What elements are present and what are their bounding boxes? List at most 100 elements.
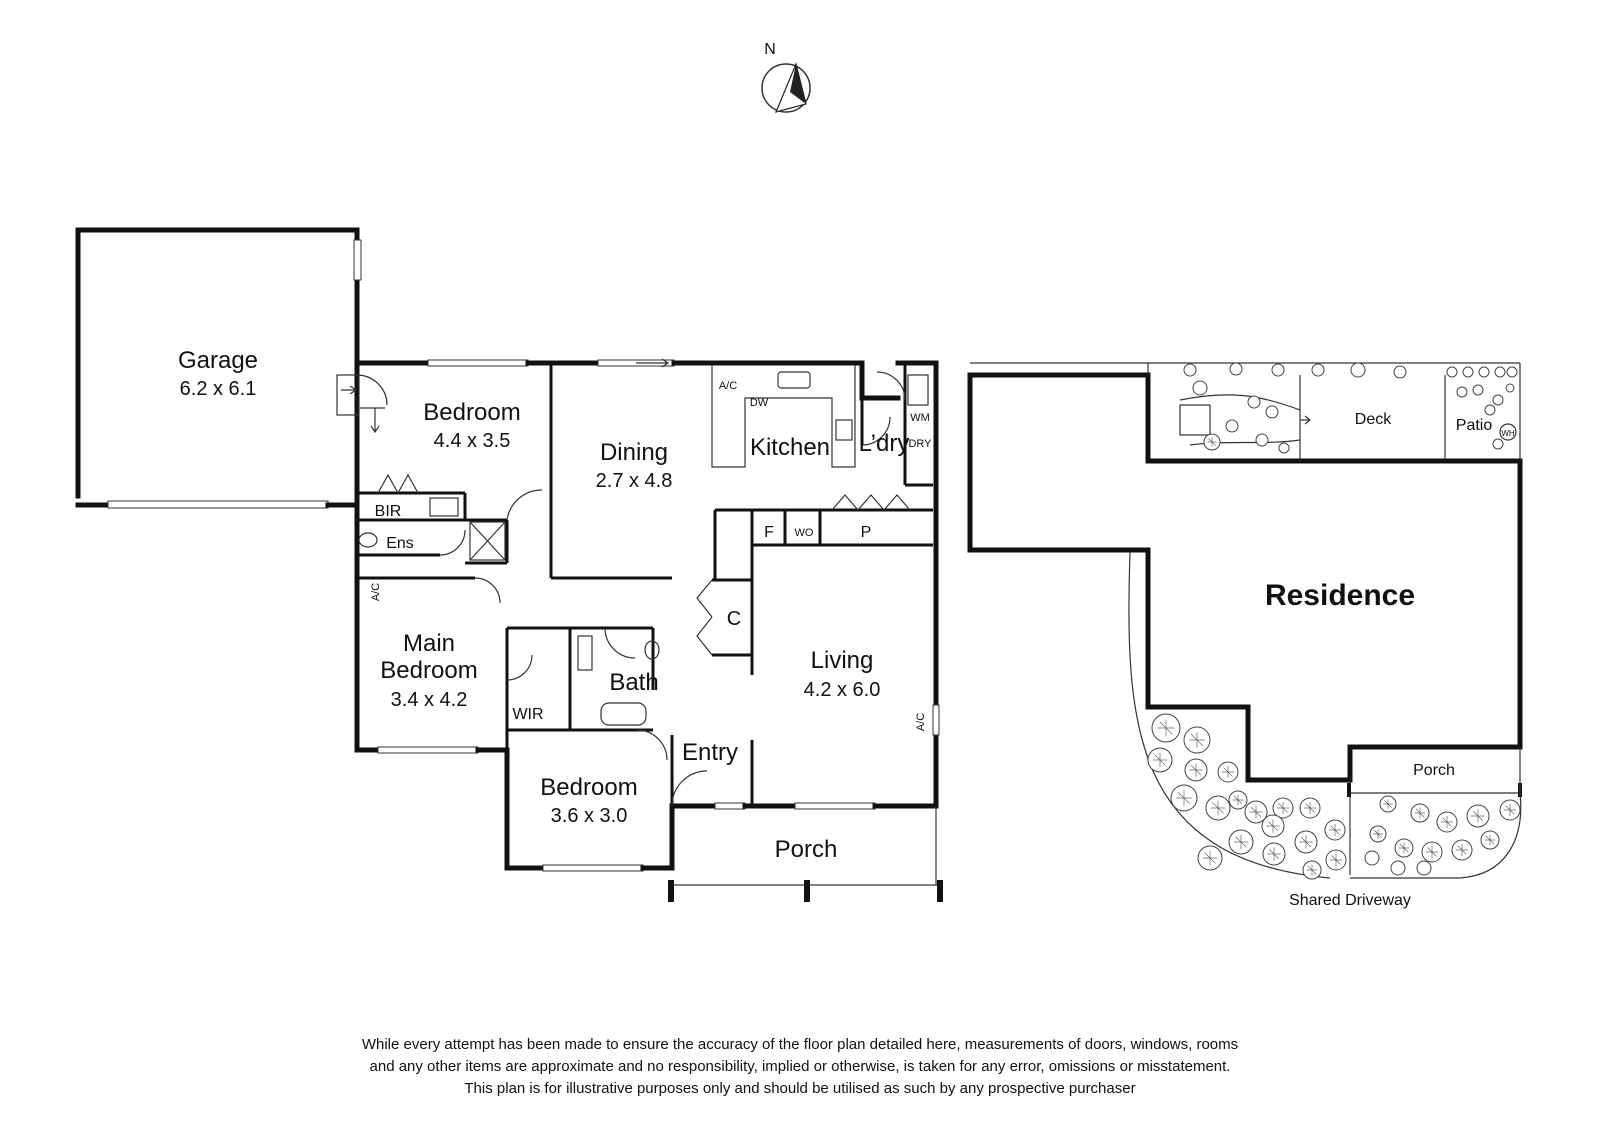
shrub-icon [1265, 405, 1279, 419]
shrub-icon [1350, 362, 1366, 378]
shrub-icon [1446, 366, 1458, 378]
ac-kitchen-label: A/C [719, 380, 737, 392]
shrub-detail [1232, 794, 1244, 806]
porch-post [804, 880, 810, 902]
porch-post [937, 880, 943, 902]
step-arrow [341, 385, 358, 395]
main-bedroom-name-2: Bedroom [380, 657, 477, 684]
front-door-swing [671, 770, 708, 807]
bedroom-1-name: Bedroom [423, 399, 520, 426]
p-label: P [861, 524, 872, 541]
wir-label: WIR [512, 706, 543, 723]
main-bedroom-name-1: Main [403, 630, 455, 657]
porch-post [668, 880, 674, 902]
ens-label: Ens [386, 535, 414, 552]
garage-door-swing [356, 374, 388, 406]
patio-label: Patio [1456, 417, 1493, 434]
living-name: Living [811, 647, 874, 674]
shrub-icon [1271, 363, 1285, 377]
bir-label: BIR [375, 503, 402, 520]
shrub-detail [1373, 829, 1383, 839]
residence-outline [967, 372, 1523, 783]
shrub-icon [1506, 366, 1518, 378]
door-swing [861, 416, 891, 446]
door-swing [439, 529, 466, 556]
shared-driveway-label: Shared Driveway [1289, 892, 1411, 909]
driveway-edge [1350, 792, 1522, 879]
laundry-door-swing [876, 371, 906, 401]
sink [777, 371, 811, 389]
bedroom-window [427, 359, 529, 367]
disclaimer-line-2: and any other items are approximate and … [369, 1058, 1231, 1075]
shrub-detail [1456, 844, 1468, 856]
kitchen-name: Kitchen [750, 434, 830, 461]
wet-area-fixtures [358, 497, 660, 726]
shrub-detail [1299, 835, 1313, 849]
shrub-icon [1311, 363, 1325, 377]
garden-path [1179, 394, 1301, 411]
house-floor-plan: Garage 6.2 x 6.1 [75, 227, 943, 902]
shrub-icon [1225, 419, 1239, 433]
bathtub [600, 702, 647, 726]
shrub-icon [1494, 366, 1506, 378]
bedroom-2-size: 3.6 x 3.0 [551, 805, 628, 827]
main-bedroom-window [377, 746, 479, 754]
garden-trees [1147, 362, 1521, 880]
garden-path-2 [1189, 439, 1301, 446]
shrub-detail [1157, 719, 1175, 737]
shrub-detail [1202, 850, 1218, 866]
shrub-icon [1456, 386, 1468, 398]
dw-label: DW [750, 397, 769, 409]
porch-post [1347, 783, 1351, 797]
shrub-detail [1441, 816, 1453, 828]
internal-walls [357, 363, 933, 806]
compass: N [761, 41, 811, 113]
door-swing [506, 489, 543, 521]
shrub-detail [1176, 790, 1192, 806]
shrub-detail [1398, 842, 1410, 854]
wm-label: WM [910, 412, 930, 424]
ac-bedroom-label: A/C [370, 583, 382, 601]
shrub-detail [1426, 846, 1438, 858]
shrub-icon [1255, 433, 1269, 447]
shrub-detail [1266, 819, 1280, 833]
f-label: F [764, 524, 774, 541]
entry-name: Entry [682, 739, 738, 766]
garage-walls [75, 227, 360, 508]
slider-arrow [636, 358, 670, 368]
site-porch-label: Porch [1413, 762, 1455, 779]
garage-window [353, 239, 362, 281]
shrub-icon [1462, 366, 1474, 378]
door-swing [474, 577, 501, 604]
toilet-ensuite [358, 532, 378, 548]
driveway-curve [1128, 551, 1331, 879]
dry-label: DRY [908, 438, 932, 450]
wh-label: WH [1501, 429, 1515, 438]
entry-window [714, 802, 746, 810]
c-label: C [727, 608, 741, 630]
toilet-bath [644, 640, 660, 660]
residence-label: Residence [1265, 579, 1415, 612]
doors [377, 371, 911, 807]
house-walls [354, 358, 940, 872]
deck-label: Deck [1355, 411, 1392, 428]
shrub-detail [1383, 799, 1393, 809]
shrub-icon [1278, 442, 1290, 454]
shrub-detail [1484, 834, 1496, 846]
kitchen-bench [711, 365, 856, 468]
garage-door [107, 500, 329, 509]
garage-steps [336, 374, 360, 416]
shrub-detail [1152, 752, 1168, 768]
shrub-icon [1416, 860, 1432, 876]
step-arrow-2 [360, 407, 385, 434]
kitchen-fixtures [711, 365, 929, 468]
cooktop [835, 419, 853, 441]
main-bedroom-size: 3.4 x 4.2 [391, 689, 468, 711]
dining-name: Dining [600, 439, 668, 466]
shrub-detail [1233, 834, 1249, 850]
shrub-detail [1471, 809, 1485, 823]
porch-outline [668, 806, 943, 902]
shrub-icon [1390, 860, 1406, 876]
shrub-icon [1492, 438, 1504, 450]
bedroom-1-size: 4.4 x 3.5 [434, 430, 511, 452]
